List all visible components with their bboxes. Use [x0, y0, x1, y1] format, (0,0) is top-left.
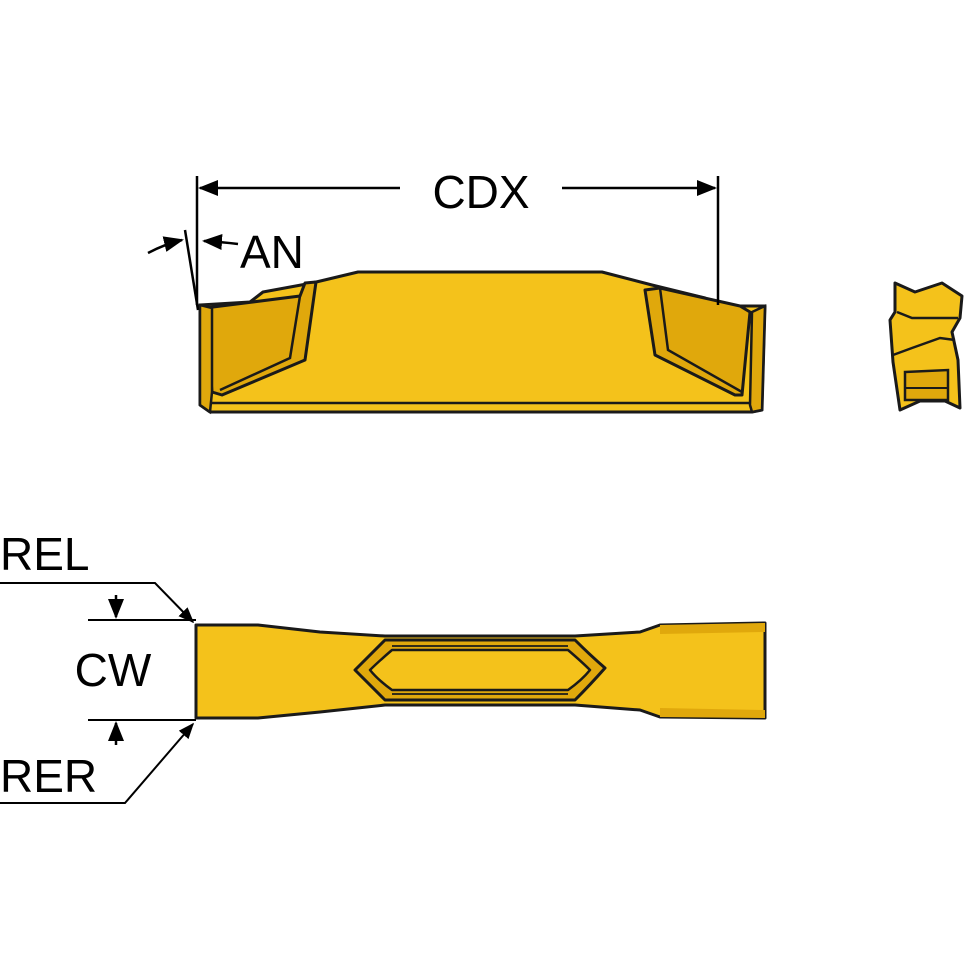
- an-label: AN: [240, 226, 304, 278]
- cw-label: CW: [75, 644, 152, 696]
- rel-dimension: REL: [0, 528, 195, 624]
- end-view-groove: [903, 368, 950, 402]
- cdx-label: CDX: [432, 166, 529, 218]
- cw-dimension: CW: [75, 595, 196, 745]
- rer-dimension: RER: [0, 722, 195, 804]
- cdx-dimension: CDX: [195, 166, 720, 305]
- rer-label: RER: [0, 750, 97, 802]
- side-view-right-groove: [643, 286, 752, 397]
- end-view-insert: [888, 281, 964, 412]
- an-dimension: AN: [147, 226, 304, 311]
- top-view-insert: [194, 621, 767, 720]
- side-view-insert: [198, 270, 767, 415]
- side-view-left-groove: [203, 280, 318, 397]
- rel-label: REL: [0, 528, 89, 580]
